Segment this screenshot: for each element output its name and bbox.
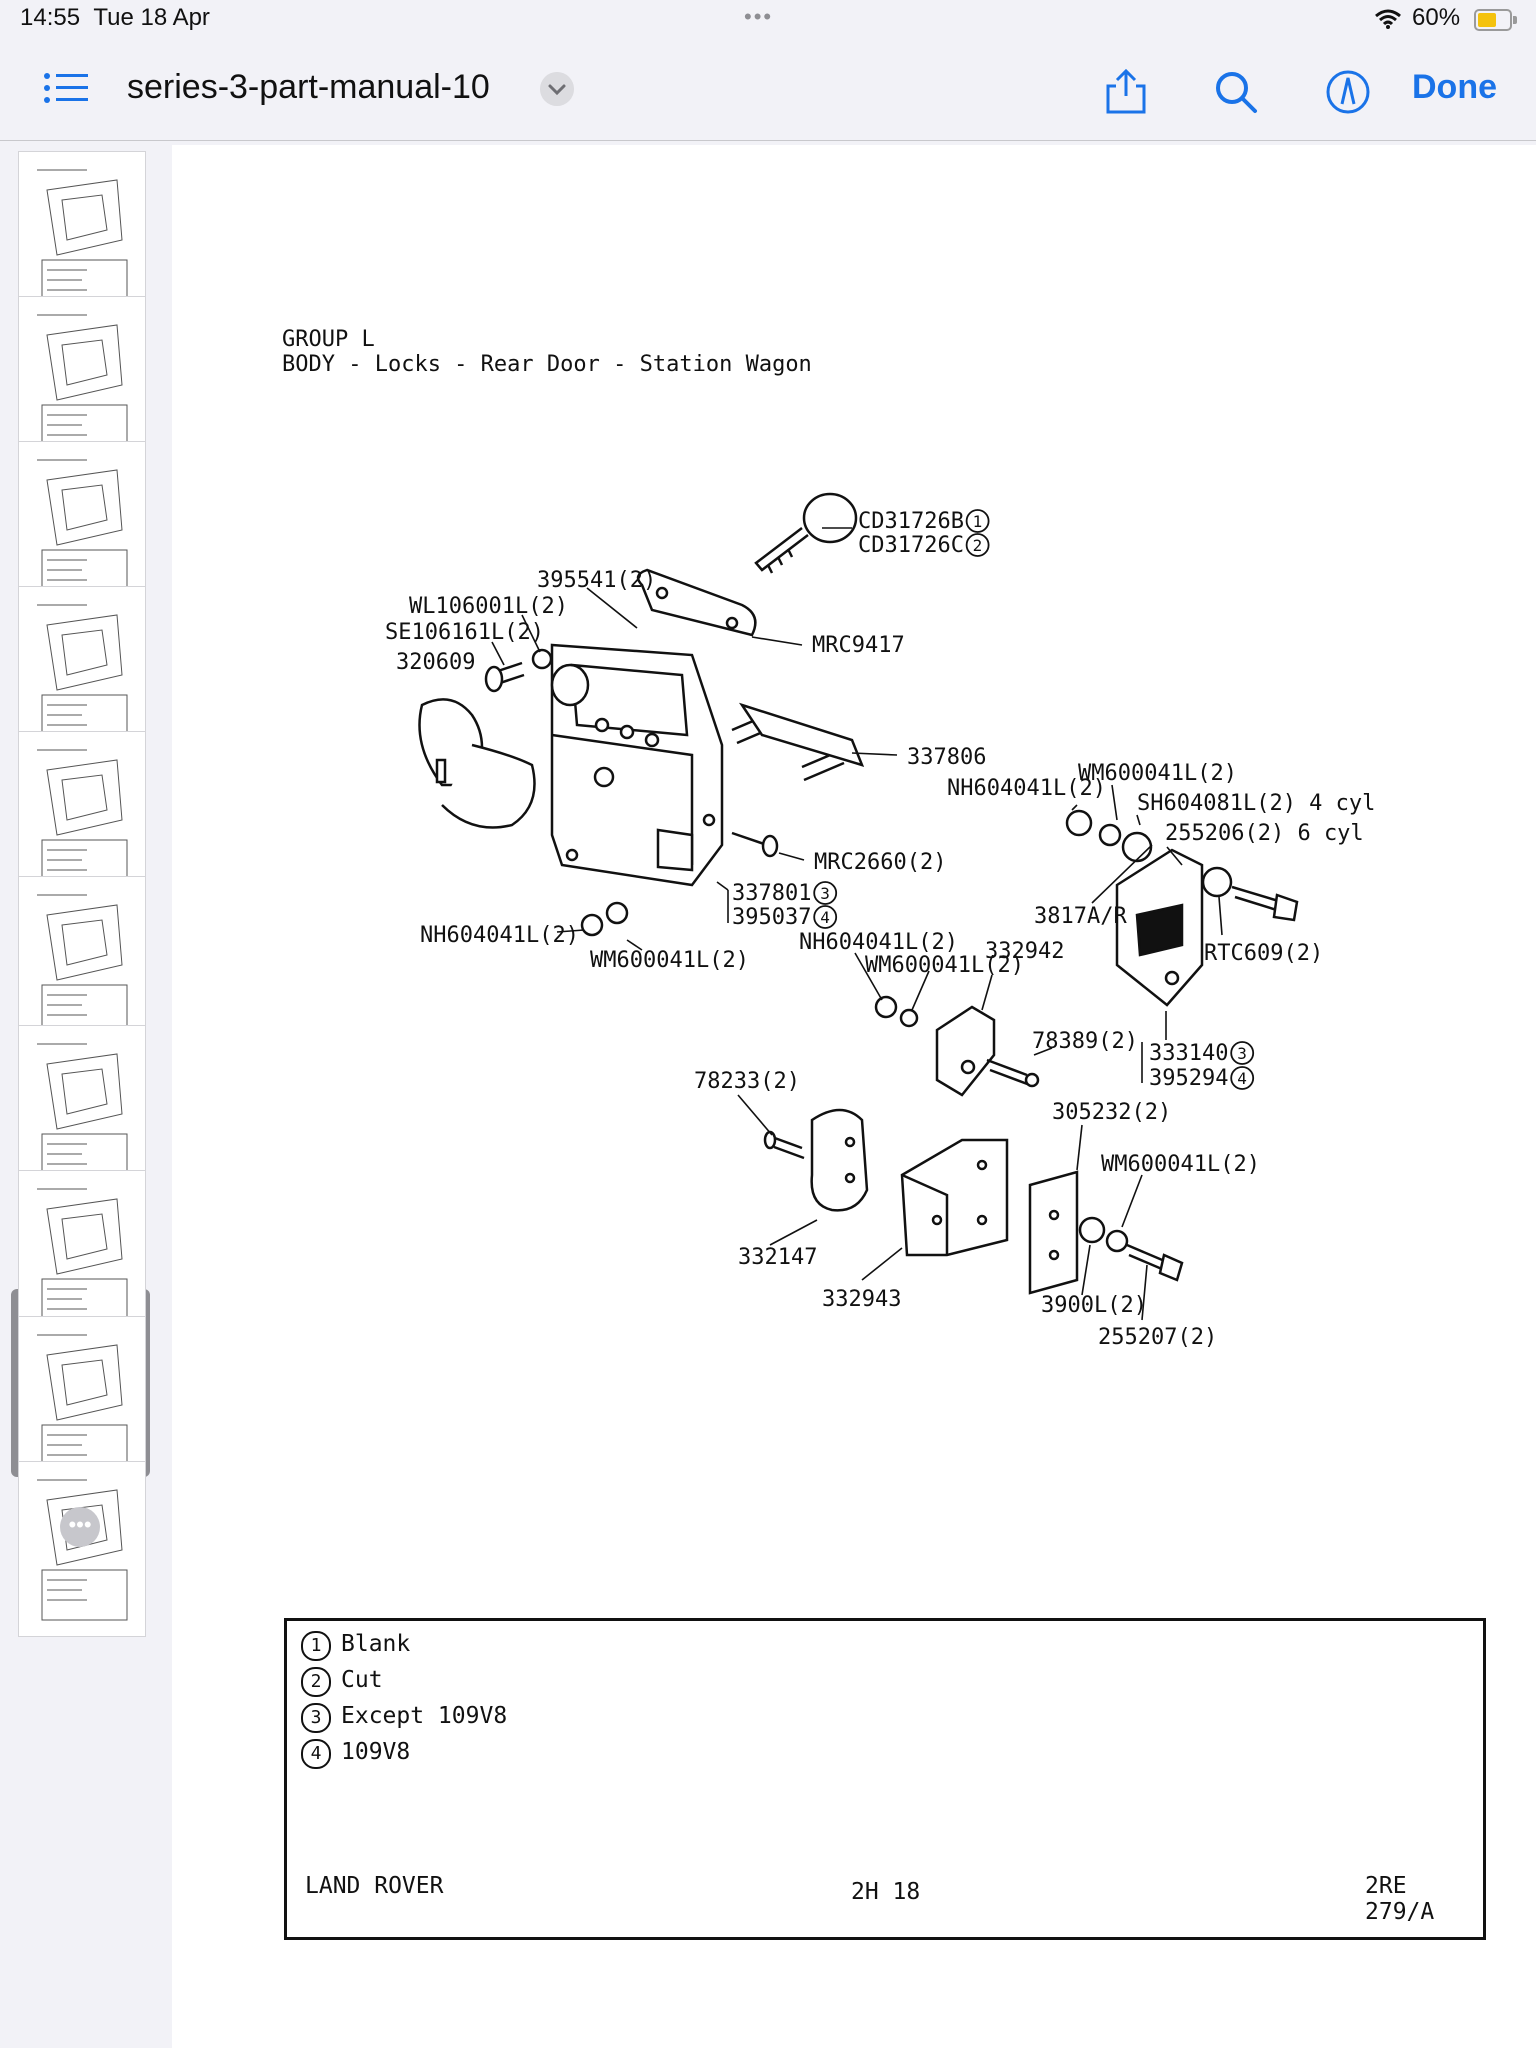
done-button[interactable]: Done bbox=[1412, 68, 1497, 106]
part-label: 255207(2) bbox=[1098, 1325, 1217, 1350]
part-label: WL106001L(2) bbox=[409, 594, 568, 619]
part-label: WM600041L(2) bbox=[1078, 761, 1237, 786]
note-ref-number: 3 bbox=[1237, 1044, 1247, 1063]
part-label: MRC9417 bbox=[812, 633, 905, 658]
multitasking-dots-icon[interactable]: ••• bbox=[744, 4, 774, 29]
part-label: 3817A/R bbox=[1034, 904, 1127, 929]
thumbnail-more-icon[interactable]: ••• bbox=[60, 1507, 100, 1547]
part-label: RTC609(2) bbox=[1204, 941, 1323, 966]
document-title: series-3-part-manual-10 bbox=[127, 68, 490, 106]
status-time: 14:55 Tue 18 Apr bbox=[20, 4, 210, 31]
footer-doc-code: 2RE 279/A bbox=[1365, 1873, 1435, 1925]
page-subtitle: BODY - Locks - Rear Door - Station Wagon bbox=[282, 352, 812, 377]
lock-body bbox=[550, 643, 724, 887]
note-ref-circle bbox=[965, 509, 990, 533]
part-label: MRC2660(2) bbox=[814, 850, 946, 875]
part-label: 395037 bbox=[732, 905, 811, 930]
handle-320609 bbox=[418, 698, 536, 829]
part-label: 3900L(2) bbox=[1041, 1293, 1147, 1318]
part-label: NH604041L(2) bbox=[799, 930, 958, 955]
note-ref-circle bbox=[965, 533, 990, 557]
plate-337806 bbox=[738, 702, 865, 767]
part-label: 337801 bbox=[732, 881, 811, 906]
part-label: 395294 bbox=[1149, 1066, 1228, 1091]
part-label: 333140 bbox=[1149, 1041, 1228, 1066]
toolbar: series-3-part-manual-10 Done bbox=[0, 40, 1536, 141]
group-heading: GROUP L bbox=[282, 327, 375, 352]
key-drawing bbox=[754, 492, 858, 574]
wifi-icon bbox=[1375, 9, 1401, 29]
part-label: 305232(2) bbox=[1052, 1100, 1171, 1125]
note-ref-number: 1 bbox=[973, 512, 983, 531]
footer-page-ref: 2H 18 bbox=[851, 1879, 921, 1905]
part-label: 337806 bbox=[907, 745, 986, 770]
document-page bbox=[172, 145, 1536, 2048]
part-label: 332942 bbox=[985, 939, 1064, 964]
search-icon[interactable] bbox=[1212, 68, 1260, 116]
share-icon[interactable] bbox=[1102, 68, 1150, 116]
chevron-down-icon[interactable] bbox=[540, 72, 574, 106]
part-332943 bbox=[900, 1138, 1009, 1257]
note-ref-number: 4 bbox=[820, 908, 830, 927]
note-ref-circle bbox=[1230, 1041, 1255, 1065]
part-332147 bbox=[763, 1108, 869, 1212]
part-label: 332147 bbox=[738, 1245, 817, 1270]
page-thumbnail-10[interactable] bbox=[18, 1461, 146, 1637]
note-ref-circle bbox=[813, 905, 838, 929]
part-label: WM600041L(2) bbox=[1101, 1152, 1260, 1177]
footer-manufacturer: LAND ROVER bbox=[305, 1873, 444, 1899]
exploded-parts-diagram: CD31726B1CD31726C2395541(2)WL106001L(2)S… bbox=[385, 492, 1375, 1350]
part-label: 78233(2) bbox=[694, 1069, 800, 1094]
markup-icon[interactable] bbox=[1324, 68, 1372, 116]
part-332942 bbox=[935, 1005, 1040, 1097]
note-ref-number: 2 bbox=[973, 536, 983, 555]
battery-icon bbox=[1474, 9, 1517, 31]
part-label: WM600041L(2) bbox=[865, 953, 1024, 978]
part-label: SE106161L(2) bbox=[385, 620, 544, 645]
part-label: SH604081L(2) 4 cyl bbox=[1137, 791, 1375, 816]
note-ref-number: 4 bbox=[1237, 1069, 1247, 1088]
part-label: 332943 bbox=[822, 1287, 901, 1312]
page-thumbnails-sidebar: ••• bbox=[0, 141, 166, 2048]
part-label: 255206(2) 6 cyl bbox=[1165, 821, 1364, 846]
part-label: NH604041L(2) bbox=[420, 923, 579, 948]
part-label: 320609 bbox=[396, 650, 475, 675]
part-label: 395541(2) bbox=[537, 568, 656, 593]
plate-305232 bbox=[1028, 1170, 1079, 1295]
page-thumbnail-6[interactable] bbox=[18, 876, 146, 1052]
list-icon[interactable] bbox=[42, 70, 90, 110]
battery-percent: 60% bbox=[1412, 4, 1461, 31]
part-label: CD31726B bbox=[858, 509, 964, 534]
note-ref-circle bbox=[813, 881, 838, 905]
status-bar: 14:55 Tue 18 Apr ••• 60% bbox=[0, 0, 1536, 40]
part-label: CD31726C bbox=[858, 533, 964, 558]
part-label: 78389(2) bbox=[1032, 1029, 1138, 1054]
part-label: NH604041L(2) bbox=[947, 776, 1106, 801]
screws bbox=[484, 648, 845, 858]
part-label: WM600041L(2) bbox=[590, 948, 749, 973]
note-ref-circle bbox=[1230, 1066, 1255, 1090]
bracket-333140 bbox=[1115, 848, 1204, 1007]
mrc9417-plate bbox=[636, 568, 757, 637]
note-ref-number: 3 bbox=[820, 884, 830, 903]
